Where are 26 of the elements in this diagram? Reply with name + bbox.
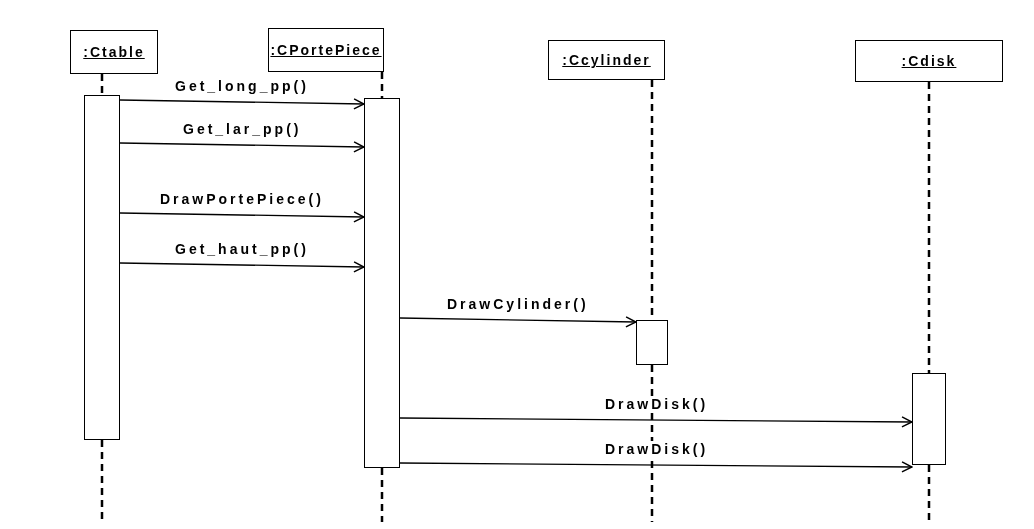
lifeline: [100, 74, 104, 95]
lifeline: [380, 468, 384, 522]
object-box: [548, 40, 665, 80]
lifeline: [927, 465, 931, 522]
message-arrow: [119, 211, 365, 223]
message-arrow: [399, 416, 913, 428]
message-arrow: [119, 141, 365, 153]
object-box: [268, 28, 384, 72]
object-box: [70, 30, 158, 74]
activation-bar: [912, 373, 946, 465]
message-arrow: [399, 461, 913, 473]
message-arrow: [119, 261, 365, 273]
object-name: :Ctable: [83, 44, 145, 60]
object-name: :CPortePiece: [270, 42, 382, 58]
object-name: :Cdisk: [901, 53, 957, 69]
message-arrow: [119, 98, 365, 110]
activation-bar: [636, 320, 668, 365]
activation-bar: [364, 98, 400, 468]
lifeline: [650, 365, 654, 522]
message-arrow: [399, 316, 637, 328]
lifeline: [380, 72, 384, 98]
lifeline: [100, 440, 104, 522]
object-name: :Ccylinder: [562, 52, 651, 68]
object-box: [855, 40, 1003, 82]
activation-bar: [84, 95, 120, 440]
lifeline: [927, 82, 931, 373]
